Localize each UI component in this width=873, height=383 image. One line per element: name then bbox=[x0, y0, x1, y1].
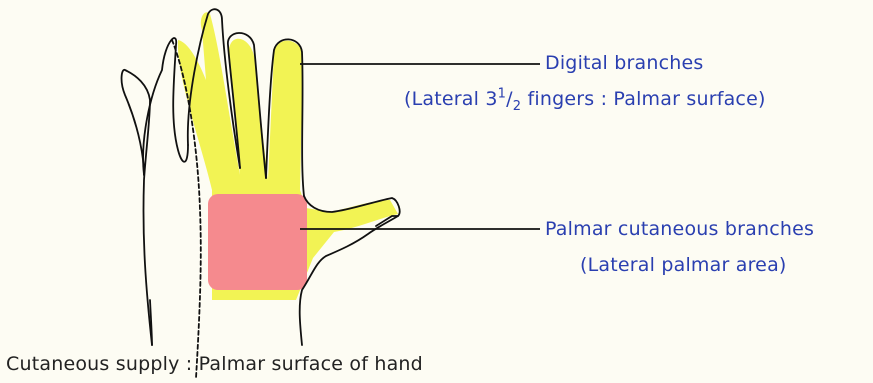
digital-detail-prefix: (Lateral 3 bbox=[404, 88, 498, 110]
digital-detail-suffix: fingers : Palmar surface) bbox=[521, 88, 765, 110]
wrist-line bbox=[150, 300, 152, 345]
palmar-branches-detail: (Lateral palmar area) bbox=[580, 254, 787, 276]
fraction-numerator: 1 bbox=[498, 87, 506, 102]
digital-branches-title: Digital branches bbox=[545, 52, 704, 74]
fraction-slash: / bbox=[506, 88, 513, 110]
little-finger-outline bbox=[122, 70, 152, 345]
diagram-caption: Cutaneous supply : Palmar surface of han… bbox=[6, 353, 423, 375]
fraction-denominator: 2 bbox=[513, 99, 521, 114]
palmar-supply-area bbox=[208, 194, 307, 290]
palmar-branches-title: Palmar cutaneous branches bbox=[545, 218, 814, 240]
digital-branches-detail: (Lateral 31/2 fingers : Palmar surface) bbox=[404, 88, 766, 110]
